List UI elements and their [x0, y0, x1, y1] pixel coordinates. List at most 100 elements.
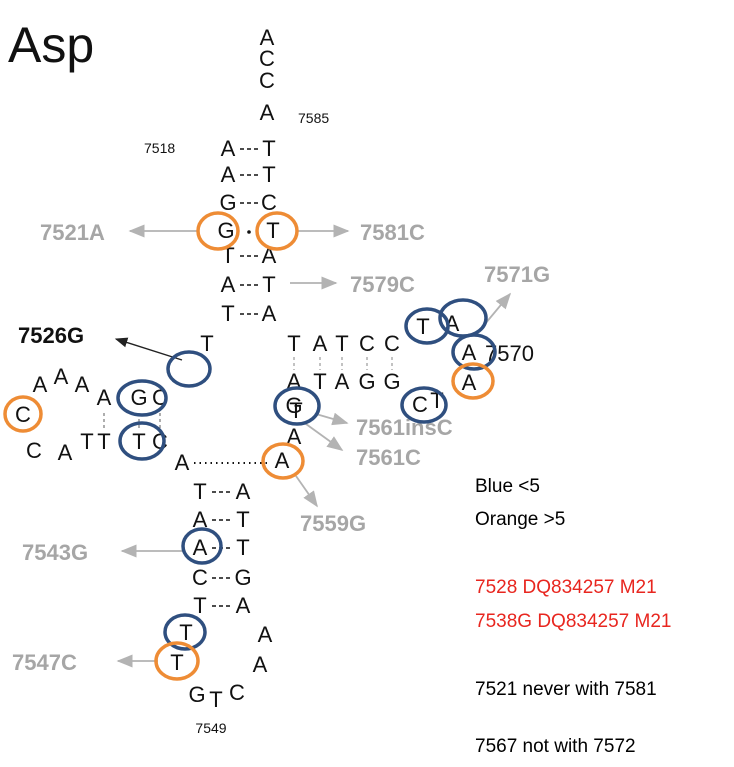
mutation-label-7571G: 7571G	[484, 262, 550, 287]
mutation-label-7559G: 7559G	[300, 511, 366, 536]
position-label-7549: 7549	[195, 720, 226, 736]
mutation-label-7561C: 7561C	[356, 445, 421, 470]
anticodon-loop-base: T	[179, 620, 192, 645]
anticodon-stem-right-base: A	[236, 479, 251, 504]
acceptor-stem-pairings	[240, 148, 260, 315]
acceptor-stem-left-base: A	[221, 162, 236, 187]
blue-circle	[181, 527, 223, 565]
mutation-label-7581C: 7581C	[360, 220, 425, 245]
d-loop-base: A	[75, 372, 90, 397]
anticodon-stem-left-base: A	[193, 535, 208, 560]
mutation-label-7526G: 7526G	[18, 323, 84, 348]
acceptor-stem-left-base: T	[221, 301, 234, 326]
t-arm: T A T C C T A A A T C A T A G G G A T	[285, 311, 476, 449]
variable-loop-base: G	[285, 393, 302, 418]
blue-circle	[404, 307, 450, 345]
title: Asp	[8, 17, 94, 73]
orange-circle	[261, 442, 305, 480]
orange-circle	[451, 362, 495, 400]
variable-loop-base: T	[289, 398, 302, 423]
legend-orange: Orange >5	[475, 509, 566, 530]
t-arm-bottom-base: A	[335, 369, 350, 394]
arrow-7561C	[305, 423, 344, 451]
blue-circle	[118, 421, 166, 461]
t-arm-top-base: T	[287, 331, 300, 356]
blue-circles	[116, 298, 497, 651]
anticodon-loop-base: C	[229, 680, 245, 705]
d-arm: A A A A G C C A T T T C	[15, 364, 168, 465]
blue-circle	[166, 350, 212, 388]
t-arm-bottom-base: T	[313, 369, 326, 394]
orange-circle	[255, 211, 299, 251]
d-arm-base: T	[132, 429, 145, 454]
acceptor-stem-right-base: T	[262, 136, 275, 161]
acceptor-stem-right-base: T	[262, 162, 275, 187]
d-arm-base: T	[80, 429, 93, 454]
t-arm-top-base: T	[335, 331, 348, 356]
anticodon-stem-right-base: A	[236, 593, 251, 618]
anticodon-loop-base: A	[253, 652, 268, 677]
arrow-7559G	[295, 475, 318, 508]
note-7521-never-with-7581: 7521 never with 7581	[475, 679, 657, 700]
acceptor-tail-base: C	[259, 46, 275, 71]
t-loop-base: C	[412, 392, 428, 417]
mutation-arrows	[116, 224, 512, 668]
red-note-1: 7528 DQ834257 M21	[475, 577, 657, 598]
anticodon-stem-right-base: T	[236, 535, 249, 560]
pairing-dot	[247, 230, 251, 234]
acceptor-stem-right-base: T	[262, 272, 275, 297]
blue-circle	[116, 379, 168, 417]
anticodon-stem-left-base: A	[175, 450, 190, 475]
orange-circle	[154, 641, 200, 681]
acceptor-stem-right-base: C	[261, 190, 277, 215]
d-arm-base: A	[97, 385, 112, 410]
red-note-2: 7538G DQ834257 M21	[475, 611, 672, 632]
legend-blue: Blue <5	[475, 476, 540, 497]
anticodon-loop-base: T	[170, 650, 183, 675]
arrow-7526G	[114, 337, 183, 361]
d-arm-base: T	[97, 429, 110, 454]
arrow-7561insC	[315, 412, 349, 426]
acceptor-stem-right-base: T	[266, 218, 279, 243]
blue-circle	[451, 333, 497, 371]
blue-circle	[400, 386, 448, 424]
mutation-label-7521A: 7521A	[40, 220, 105, 245]
acceptor-stem-right-base: A	[262, 301, 277, 326]
anticodon-stem-right-base: T	[236, 507, 249, 532]
mutation-labels: 7521A 7581C 7579C 7571G 7561insC 7561C 7…	[12, 220, 550, 675]
d-arm-base: G	[130, 385, 147, 410]
acceptor-tail-base: C	[259, 68, 275, 93]
t-arm-pairings	[293, 357, 393, 370]
mutation-label-7543G: 7543G	[22, 540, 88, 565]
anticodon-stem-left-base: T	[193, 593, 206, 618]
acceptor-tail-base: A	[260, 25, 275, 50]
anticodon-stem-left-base: C	[192, 565, 208, 590]
d-loop-base: A	[58, 440, 73, 465]
t-arm-top-base: C	[359, 331, 375, 356]
t-loop-base: A	[462, 370, 477, 395]
anticodon-stem-left-base: A	[193, 507, 208, 532]
connector-base: T	[200, 331, 213, 356]
variable-loop-base: A	[287, 424, 302, 449]
d-loop-base: C	[15, 402, 31, 427]
mutation-label-7547C: 7547C	[12, 650, 77, 675]
note-7567-not-with-7572: 7567 not with 7572	[475, 736, 636, 757]
anticodon-loop-base: T	[209, 687, 222, 712]
orange-circles	[3, 211, 495, 681]
t-arm-top-base: A	[313, 331, 328, 356]
anticodon-stem-right-base: G	[234, 565, 251, 590]
t-loop-base: T	[416, 314, 429, 339]
acceptor-stem-left-base: A	[221, 136, 236, 161]
acceptor-stem-left-base: A	[221, 272, 236, 297]
orange-circle	[196, 211, 240, 251]
acceptor-stem-left-base: G	[217, 218, 234, 243]
anticodon-stem-left-base: T	[193, 479, 206, 504]
t-arm-bottom-base: G	[383, 369, 400, 394]
t-loop-base: A	[462, 340, 477, 365]
position-label-7518: 7518	[144, 140, 175, 156]
anticodon-stem-right-base: A	[275, 448, 290, 473]
d-loop-base-left: C	[26, 438, 42, 463]
anticodon-loop-base: A	[258, 622, 273, 647]
t-arm-bottom-base: G	[358, 369, 375, 394]
